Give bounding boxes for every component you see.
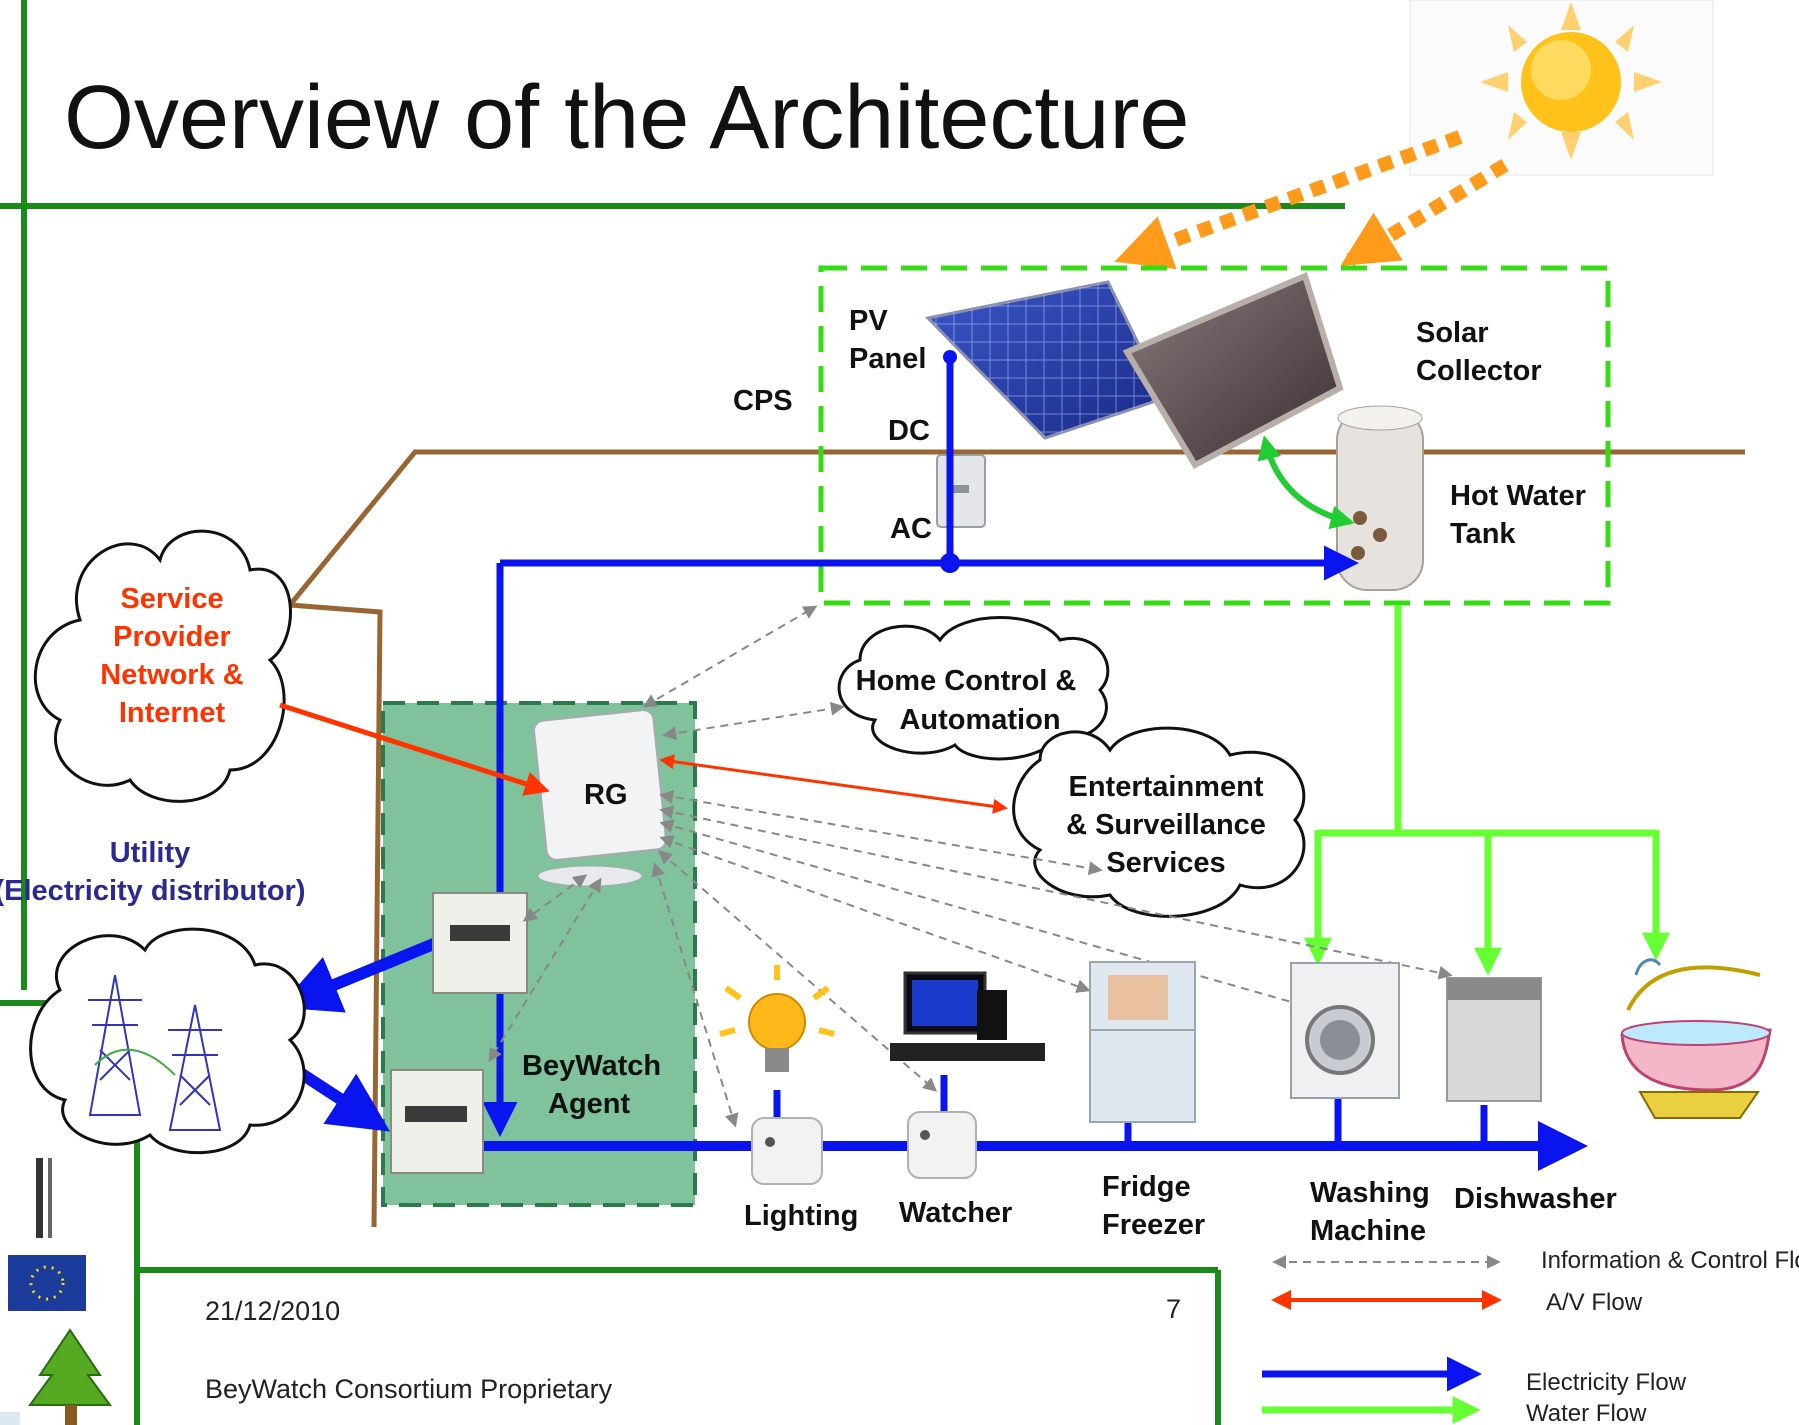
- utility-cloud: [29, 927, 306, 1155]
- washing-machine-image: [1290, 962, 1400, 1099]
- slide-date: 21/12/2010: [205, 1296, 340, 1326]
- home-control-label-2: Automation: [899, 704, 1060, 736]
- rg-label: RG: [584, 779, 628, 811]
- entertainment-label-3: Services: [1106, 847, 1225, 879]
- power-pylon-icon: [88, 974, 222, 1131]
- service-provider-label-1: Service: [120, 583, 223, 615]
- sun-icon: [1409, 0, 1714, 176]
- legend-water-label: Water Flow: [1526, 1400, 1647, 1425]
- utility-label-1: Utility: [110, 837, 191, 869]
- plug-watcher-image: [907, 1111, 977, 1179]
- watcher-label: Watcher: [899, 1197, 1012, 1229]
- lighting-label: Lighting: [744, 1200, 858, 1232]
- dishwasher-label: Dishwasher: [1454, 1183, 1617, 1215]
- info-control-flows: [488, 605, 1453, 1128]
- service-provider-label-3: Network &: [100, 659, 243, 691]
- dishwasher-image: [1446, 977, 1542, 1102]
- service-provider-cloud: [33, 529, 292, 803]
- beywatch-agent-label-1: BeyWatch: [522, 1050, 661, 1082]
- slide-footer: BeyWatch Consortium Proprietary: [205, 1374, 613, 1404]
- washing-machine-label-2: Machine: [1310, 1215, 1426, 1247]
- page-title: Overview of the Architecture: [64, 68, 1189, 168]
- washing-machine-label-1: Washing: [1310, 1177, 1430, 1209]
- pv-panel-image: [924, 280, 1168, 440]
- fridge-freezer-image: [1089, 961, 1196, 1123]
- utility-label-2: (Electricity distributor): [0, 875, 306, 907]
- solar-collector-label-1: Solar: [1416, 317, 1489, 349]
- legend: Information & Control Flow A/V Flow Elec…: [1262, 1247, 1799, 1425]
- computer-monitor-icon: [890, 971, 1045, 1061]
- home-control-cloud: [837, 616, 1110, 761]
- tree-logo: [28, 1328, 112, 1425]
- home-control-label-1: Home Control &: [856, 665, 1077, 697]
- main-meter-image: [390, 1069, 484, 1174]
- av-flow-rg-entertainment: [659, 754, 1008, 814]
- entertainment-label-2: & Surveillance: [1066, 809, 1266, 841]
- dc-label: DC: [888, 415, 930, 447]
- fridge-label-2: Freezer: [1102, 1209, 1205, 1241]
- pv-panel-label-2: Panel: [849, 343, 926, 375]
- sun-ray-to-pv: [1114, 130, 1463, 270]
- cps-label: CPS: [733, 385, 793, 417]
- rg-device-image: [533, 709, 667, 887]
- collector-tank-loop: [1257, 435, 1355, 530]
- hot-water-tank-label-2: Tank: [1450, 518, 1516, 550]
- pv-panel-label-1: PV: [849, 305, 888, 337]
- partner-logo-fragment: [0, 1412, 20, 1425]
- smart-meter-image: [432, 892, 528, 994]
- sun-ray-to-collector: [1340, 159, 1509, 266]
- eu-flag-logo: [8, 1255, 86, 1311]
- ac-label: AC: [890, 513, 932, 545]
- hot-water-tank-label-1: Hot Water: [1450, 480, 1586, 512]
- beywatch-agent-label-2: Agent: [548, 1088, 631, 1120]
- service-provider-label-4: Internet: [119, 697, 226, 729]
- utility-network-drop: [289, 602, 383, 1228]
- fridge-label-1: Fridge: [1102, 1171, 1191, 1203]
- bathtub-image: [1620, 958, 1772, 1119]
- electricity-lines: [246, 350, 1588, 1171]
- legend-av-label: A/V Flow: [1546, 1289, 1643, 1316]
- legend-info-label: Information & Control Flow: [1541, 1247, 1799, 1274]
- slide-number: 7: [1166, 1294, 1181, 1324]
- service-provider-label-2: Provider: [113, 621, 231, 653]
- solar-collector-image: [1122, 271, 1344, 469]
- inverter-image: [936, 454, 986, 528]
- legend-electricity-label: Electricity Flow: [1526, 1369, 1687, 1396]
- power-wire: [94, 1048, 176, 1076]
- av-flow-provider-rg: [279, 702, 550, 796]
- plug-lighting-image: [751, 1117, 823, 1185]
- water-lines: [1304, 605, 1670, 976]
- european-commission-logo: [32, 1150, 67, 1245]
- light-bulb-icon: [719, 965, 835, 1072]
- entertainment-label-1: Entertainment: [1069, 771, 1264, 803]
- solar-collector-label-2: Collector: [1416, 355, 1542, 387]
- utility-network-line: [288, 449, 1745, 607]
